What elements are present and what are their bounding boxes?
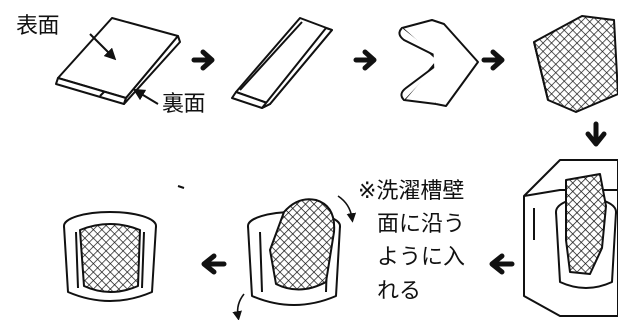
stray-mark <box>177 185 185 189</box>
step-zigzag-folded <box>398 19 479 107</box>
rotation-arrow-icon <box>232 195 357 321</box>
step-flat-sheet <box>55 17 181 105</box>
arrow-left-icon <box>489 253 515 275</box>
arrow-right-icon <box>353 49 377 71</box>
label-back-side: 裏面 <box>162 92 206 117</box>
arrow-left-icon <box>201 253 227 275</box>
step-washing-machine <box>523 159 618 317</box>
arrow-down-icon <box>585 121 607 147</box>
note-line-2: 面に沿う <box>377 212 466 237</box>
step-bundled-net <box>533 15 618 113</box>
step-drum-placed <box>247 198 341 306</box>
label-pointer-back <box>132 88 159 105</box>
label-pointer-front <box>89 33 117 61</box>
arrow-right-icon <box>191 49 215 71</box>
step-folded-lengthwise <box>231 17 333 109</box>
label-front-side: 表面 <box>16 14 60 39</box>
note-line-1: ※洗濯槽壁 <box>358 179 465 204</box>
note-line-3: ように入 <box>377 245 466 270</box>
step-drum-finished <box>63 211 157 302</box>
note-line-4: れる <box>377 279 422 304</box>
arrow-right-icon <box>481 49 505 71</box>
